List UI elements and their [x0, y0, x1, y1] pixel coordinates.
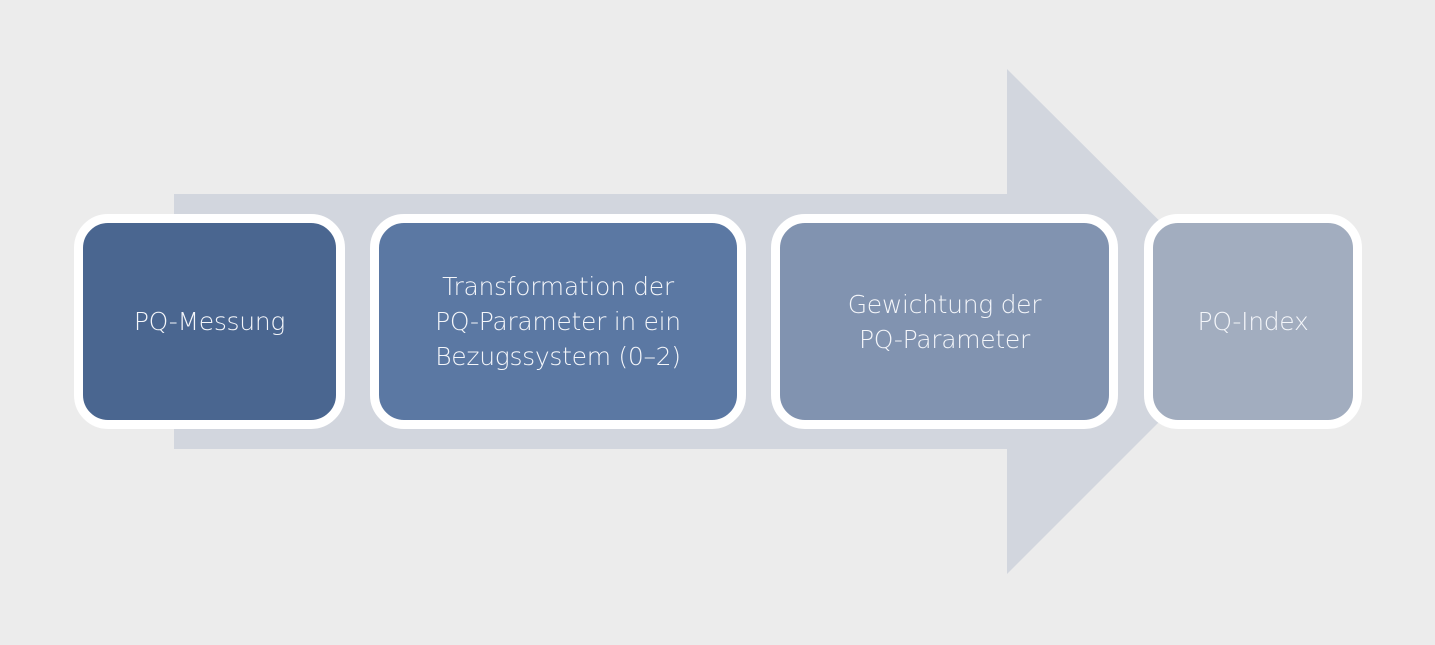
- step-pq-messung: PQ-Messung: [74, 214, 345, 429]
- step-label: PQ-Messung: [133, 307, 286, 336]
- step-label: Gewichtung der PQ-Parameter: [847, 289, 1042, 354]
- step-transformation: Transformation der PQ-Parameter in ein B…: [370, 214, 746, 429]
- step-label: PQ-Index: [1197, 307, 1309, 336]
- step-label: Transformation der PQ-Parameter in ein B…: [435, 272, 681, 371]
- step-gewichtung: Gewichtung der PQ-Parameter: [771, 214, 1118, 429]
- step-pq-index: PQ-Index: [1144, 214, 1362, 429]
